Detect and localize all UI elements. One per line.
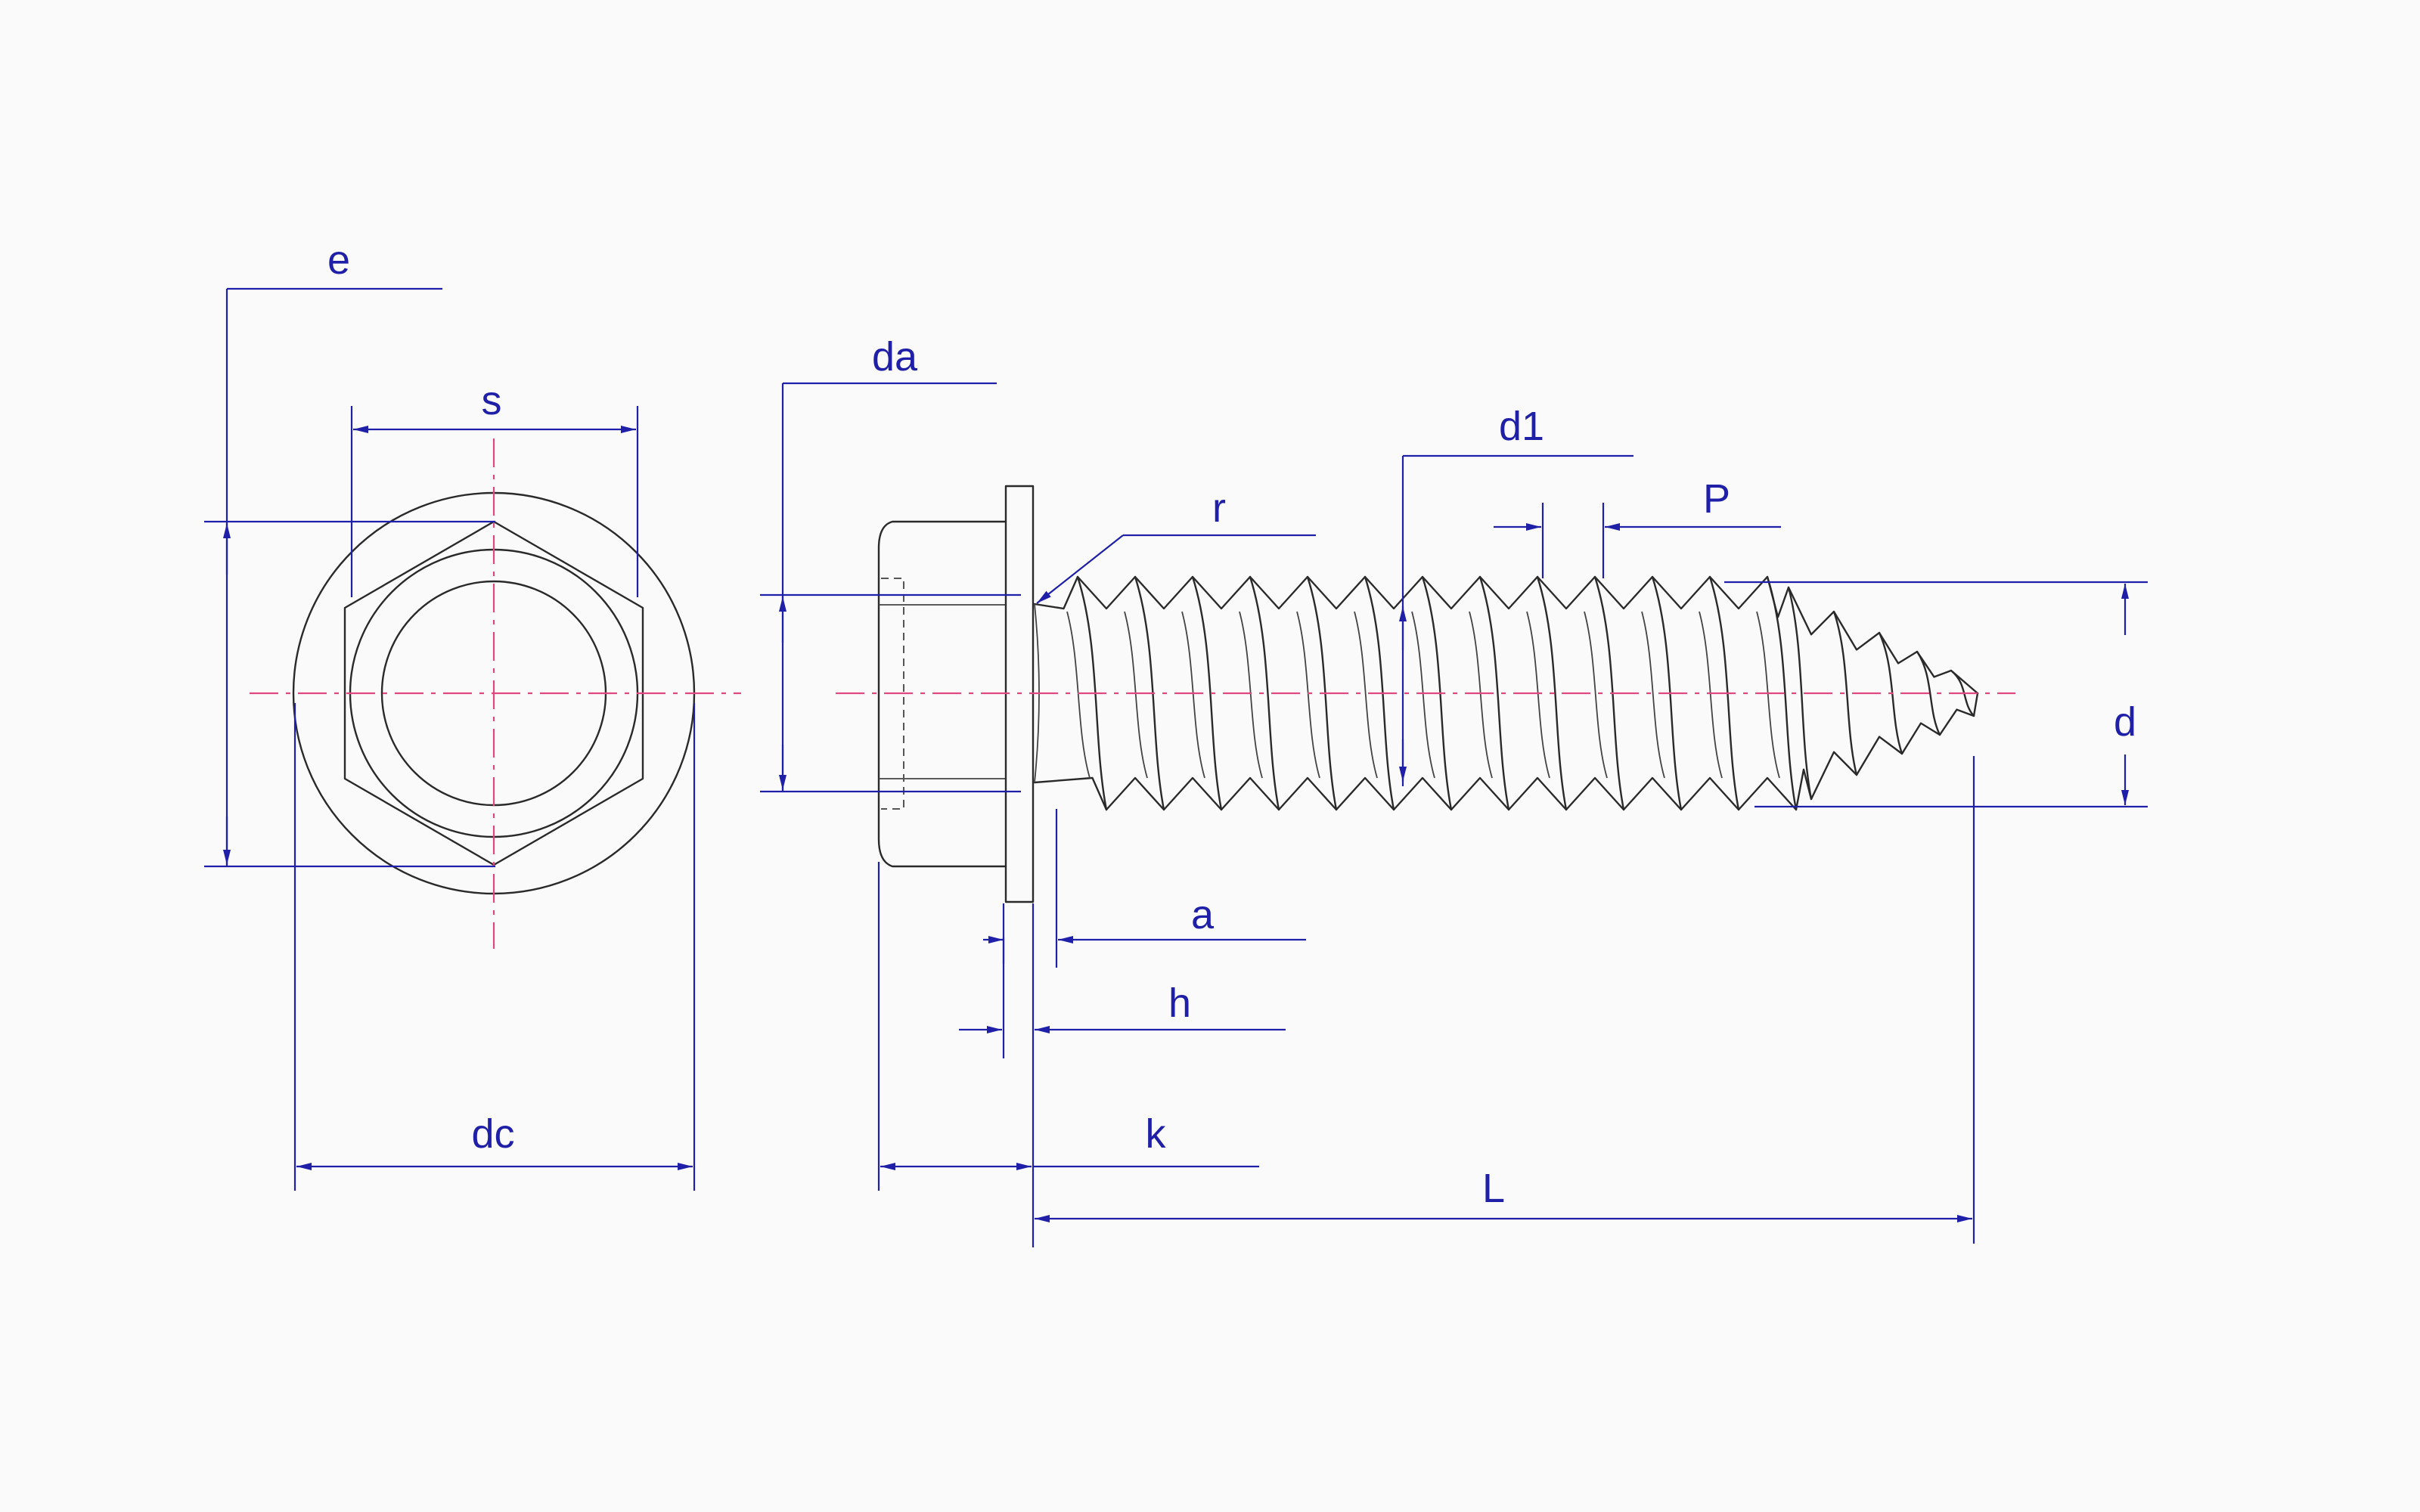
hex-head-hidden-recess — [881, 578, 904, 810]
thread-root-line — [1354, 611, 1378, 779]
thread-root-line — [1641, 611, 1665, 779]
label-h: h — [1168, 981, 1191, 1026]
label-s: s — [482, 378, 502, 423]
dimension-d: d — [1724, 581, 2148, 808]
end-view — [250, 438, 741, 949]
dimension-da: da — [760, 334, 1021, 793]
dimension-e: e — [204, 237, 495, 868]
label-da: da — [872, 334, 918, 380]
side-view — [836, 485, 2015, 903]
label-d: d — [2114, 699, 2136, 745]
thread-root-line — [1066, 611, 1091, 779]
dimension-d1: d1 — [1399, 404, 1634, 786]
thread-root-line — [1296, 611, 1320, 779]
hex-head-side — [877, 520, 1007, 868]
thread-root-line — [1469, 611, 1493, 779]
thread-crest-line — [1191, 575, 1223, 811]
thread-root-line — [1239, 611, 1263, 779]
thread-root-line — [1411, 611, 1435, 779]
label-l: L — [1482, 1166, 1505, 1211]
threaded-shank — [1033, 575, 1979, 811]
thread-crest-line — [1478, 575, 1510, 811]
thread-crest-line — [1766, 575, 1798, 811]
label-k: k — [1146, 1111, 1167, 1157]
thread-root-line — [1756, 611, 1780, 779]
thread-root-line — [1124, 611, 1148, 779]
thread-profile-top — [1033, 575, 1979, 695]
dimension-p: P — [1494, 476, 1781, 578]
label-d1: d1 — [1499, 404, 1544, 449]
dimension-dc: dc — [293, 703, 696, 1191]
tip-thread-line — [1832, 610, 1858, 776]
label-r: r — [1212, 485, 1226, 531]
label-a: a — [1191, 892, 1215, 937]
dimension-r: r — [1036, 485, 1316, 604]
thread-root-line — [1181, 611, 1205, 779]
dimension-h: h — [959, 903, 1286, 1058]
thread-root-line — [1699, 611, 1723, 779]
dimension-s: s — [350, 378, 639, 597]
thread-root-line — [1526, 611, 1550, 779]
dimension-k: k — [877, 862, 1259, 1247]
thread-crest-line — [1249, 575, 1280, 811]
dimension-l: L — [1035, 756, 1975, 1244]
thread-profile-bottom — [1033, 692, 1979, 811]
label-dc: dc — [471, 1111, 514, 1157]
tip-thread-line — [1916, 650, 1941, 736]
thread-root-line — [1584, 611, 1608, 779]
thread-crest-line — [1536, 575, 1568, 811]
dimension-a: a — [983, 809, 1306, 968]
tip-thread-line — [1787, 586, 1813, 801]
label-e: e — [327, 237, 350, 283]
label-p: P — [1703, 476, 1730, 522]
